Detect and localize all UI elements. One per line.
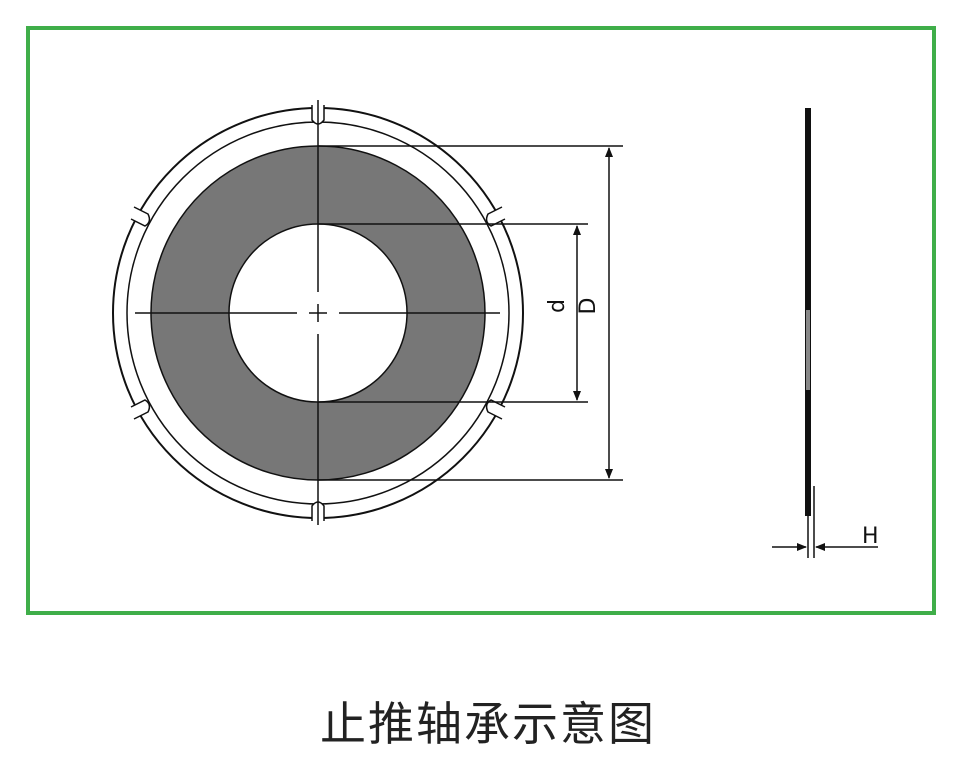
extension-lines bbox=[318, 145, 623, 481]
diagram-frame bbox=[26, 26, 936, 615]
diagram-caption: 止推轴承示意图 bbox=[320, 697, 656, 751]
rim-notches bbox=[130, 105, 506, 521]
label-H: H bbox=[862, 524, 879, 549]
center-lines bbox=[135, 100, 500, 525]
side-view bbox=[805, 108, 815, 558]
label-d: d bbox=[545, 299, 570, 313]
thrust-bearing-drawing: d D H bbox=[112, 100, 879, 558]
label-D: D bbox=[576, 298, 601, 315]
